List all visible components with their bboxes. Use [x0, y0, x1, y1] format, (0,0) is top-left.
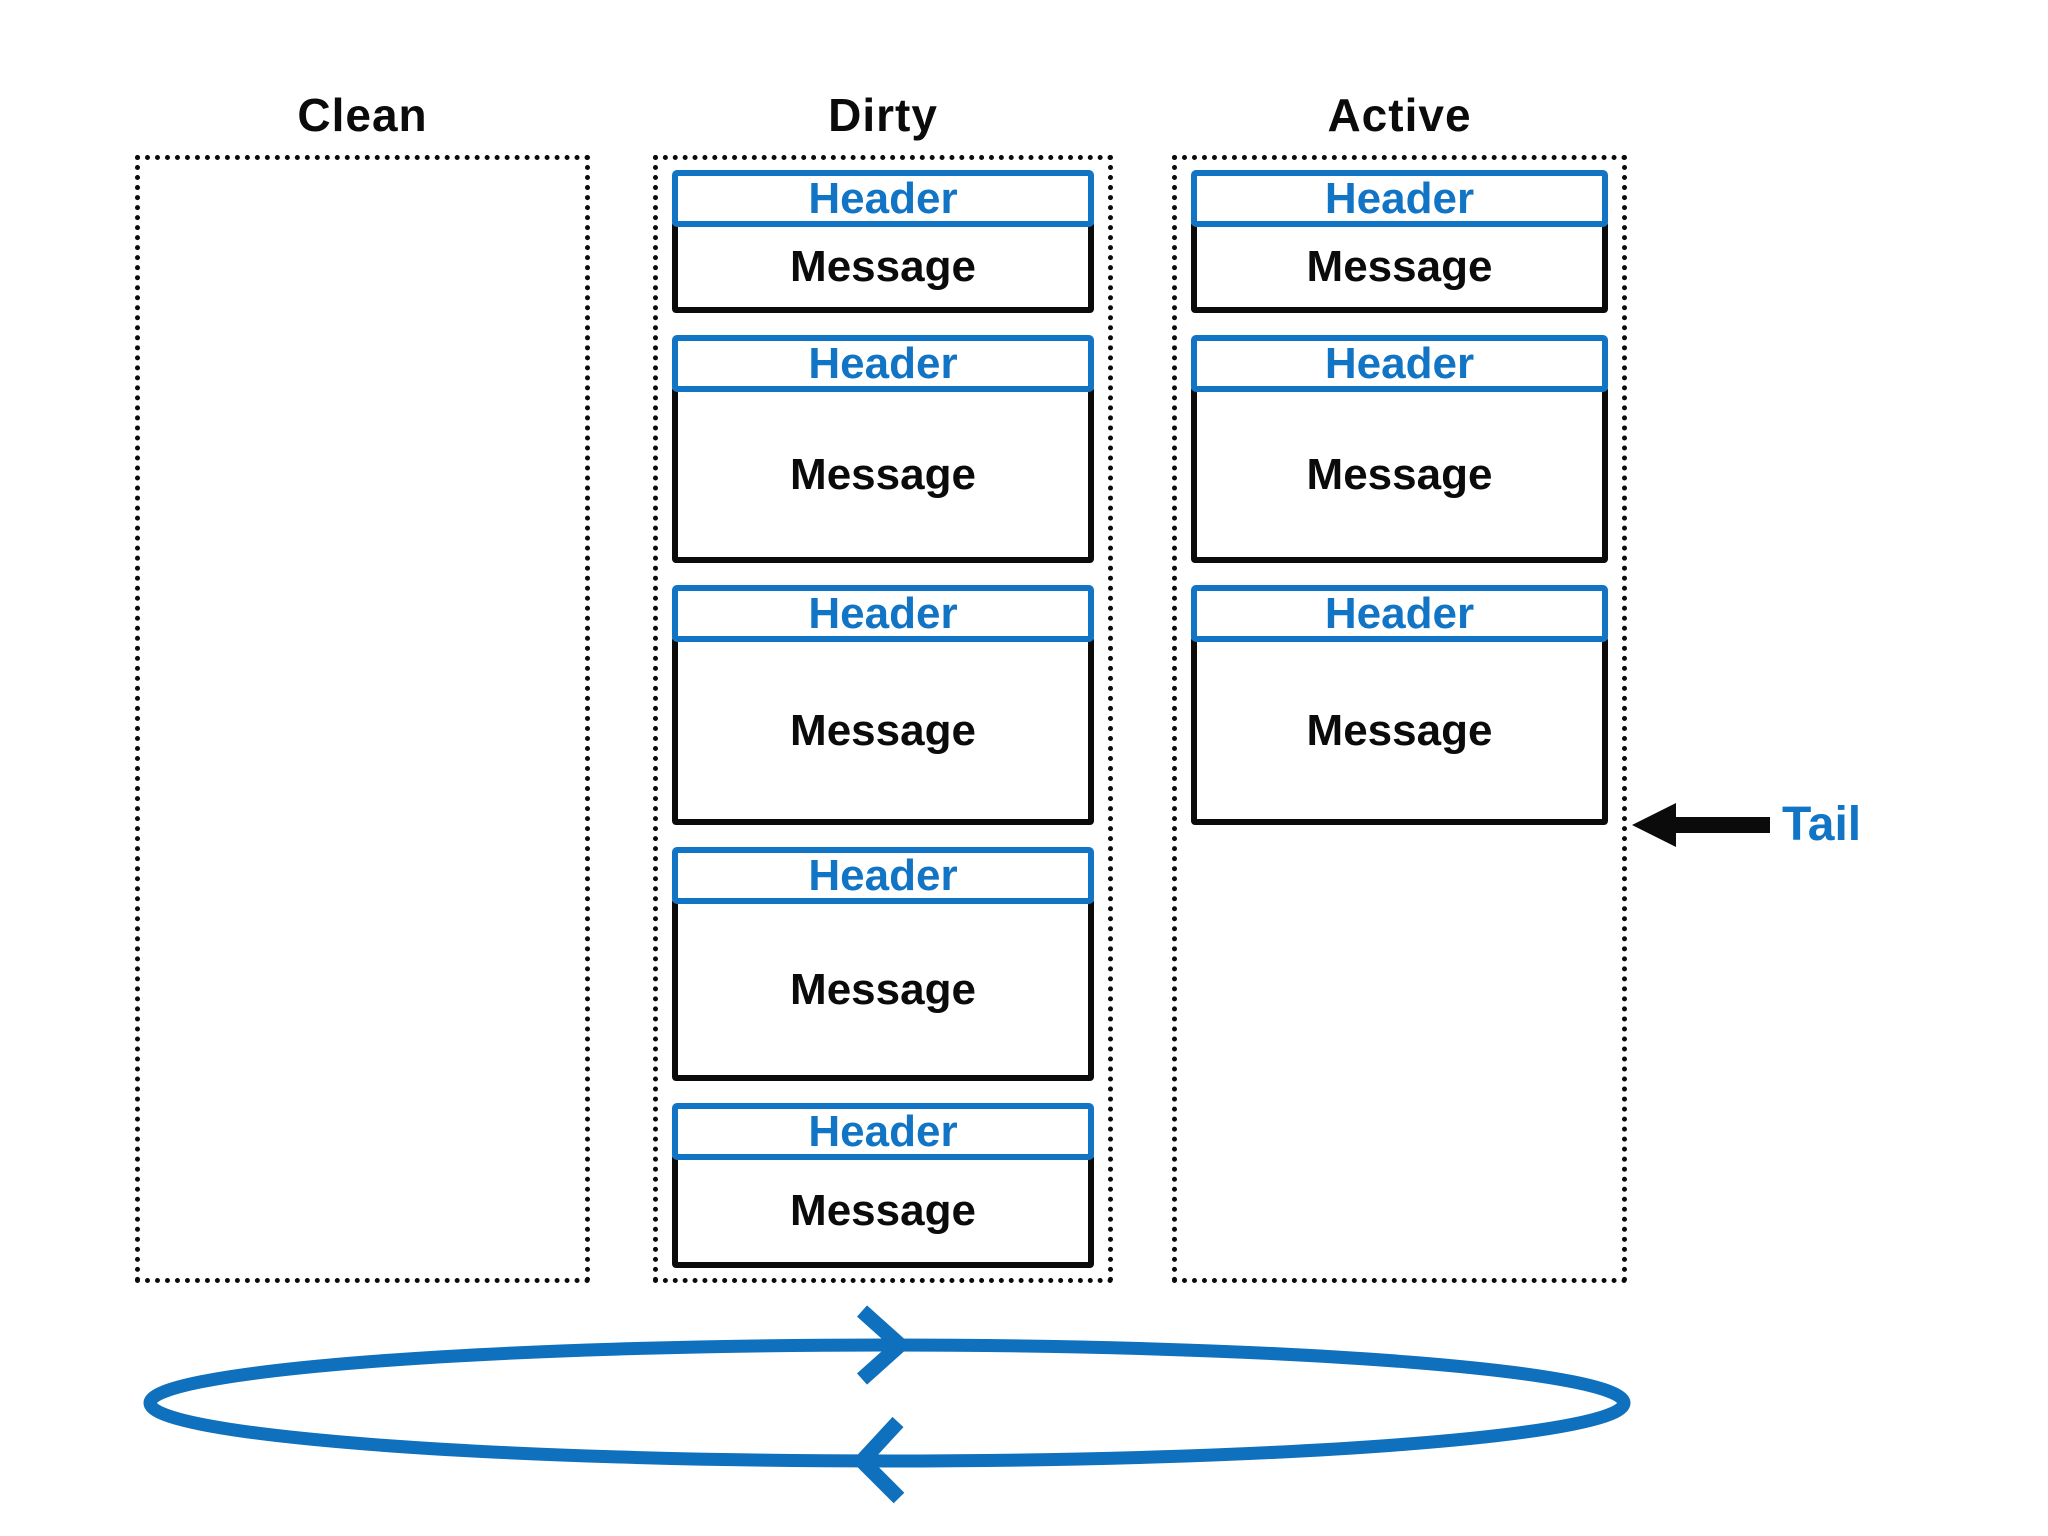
message-cell: Message — [672, 1154, 1094, 1268]
message-cell: Message — [672, 386, 1094, 563]
column-label-clean: Clean — [297, 89, 428, 141]
message-cell: Message — [672, 636, 1094, 825]
column-clean: Clean — [135, 0, 590, 1536]
message-cell: Message — [1191, 221, 1608, 313]
header-cell: Header — [1191, 335, 1608, 392]
column-label-active: Active — [1327, 89, 1472, 141]
message-cell: Message — [672, 221, 1094, 313]
column-label-dirty: Dirty — [828, 89, 938, 141]
tail-arrow-icon — [1632, 803, 1770, 847]
header-cell: Header — [672, 1103, 1094, 1160]
header-cell: Header — [1191, 170, 1608, 227]
message-cell: Message — [672, 898, 1094, 1081]
header-cell: Header — [672, 170, 1094, 227]
header-cell: Header — [672, 585, 1094, 642]
message-cell: Message — [1191, 386, 1608, 563]
clean-queue-box — [135, 155, 590, 1283]
message-cell: Message — [1191, 636, 1608, 825]
header-cell: Header — [672, 335, 1094, 392]
tail-label: Tail — [1782, 798, 1862, 851]
header-cell: Header — [1191, 585, 1608, 642]
header-cell: Header — [672, 847, 1094, 904]
